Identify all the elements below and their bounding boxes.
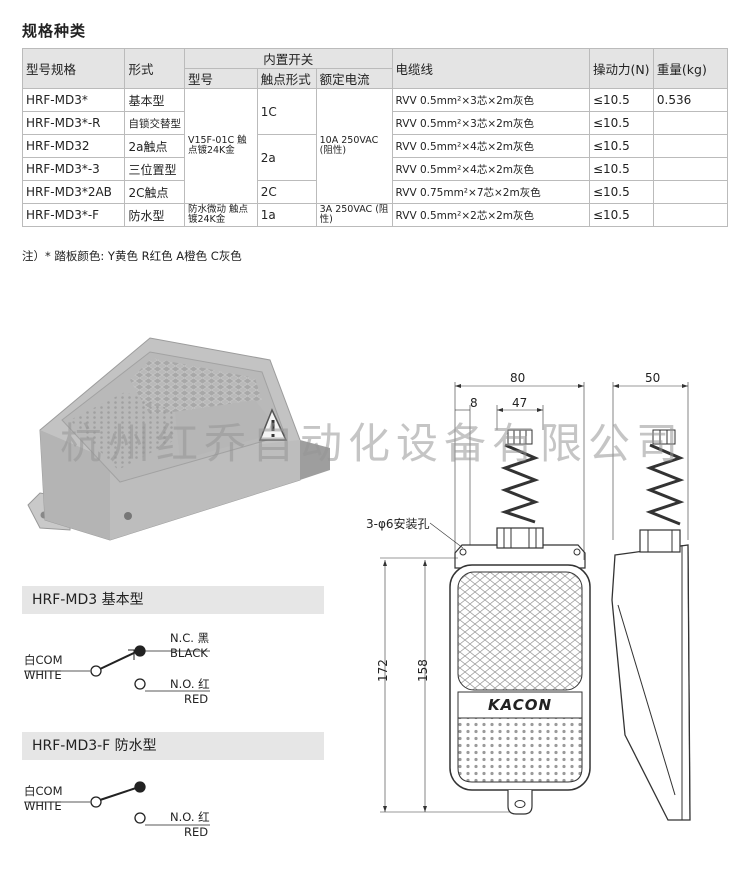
dim-47-label: 47 [512, 396, 528, 410]
cell-current: 10A 250VAC (阻性) [315, 88, 393, 204]
cell-model: HRF-MD3* [21, 88, 126, 112]
cell-force: ≤10.5 [588, 157, 654, 181]
wiring-waterproof [24, 781, 210, 826]
brand-logo: KACON [488, 696, 553, 714]
front-view-drawing [380, 382, 591, 815]
table-row: HRF-MD3*-F 防水型 防水微动 触点镀24K金 1a 3A 250VAC… [21, 203, 729, 227]
header-current: 额定电流 [315, 68, 393, 89]
basic-no-label: N.O. 红 RED [170, 677, 210, 707]
wiring-basic-title: HRF-MD3 基本型 [22, 586, 324, 614]
cell-weight [652, 203, 729, 227]
water-no-label: N.O. 红 RED [170, 810, 210, 840]
wiring-basic [24, 645, 210, 692]
basic-nc-label: N.C. 黑 BLACK [170, 631, 209, 661]
dim-8-label: 8 [470, 396, 478, 410]
cell-form: 防水型 [124, 203, 185, 227]
header-cable: 电缆线 [391, 48, 590, 89]
com-cn: 白COM [24, 784, 63, 798]
cell-weight: 0.536 [652, 88, 729, 112]
cell-contact: 2C [256, 180, 317, 204]
cell-weight [652, 111, 729, 135]
no-cn: N.O. 红 [170, 810, 210, 824]
nc-cn: N.C. 黑 [170, 631, 210, 645]
warning-icon [258, 408, 288, 441]
basic-com-label: 白COM WHITE [24, 653, 63, 683]
no-cn: N.O. 红 [170, 677, 210, 691]
cell-sw-model: 防水微动 触点镀24K金 [183, 203, 258, 227]
nc-en: BLACK [170, 646, 208, 660]
header-model: 型号规格 [21, 48, 126, 89]
cell-cable: RVV 0.75mm²×7芯×2m灰色 [391, 180, 590, 204]
hole-label: 3-φ6安装孔 [366, 517, 430, 531]
com-en: WHITE [24, 799, 62, 813]
table-row: HRF-MD3*-R 自锁交替型 RVV 0.5mm²×3芯×2m灰色 ≤10.… [21, 111, 729, 135]
com-en: WHITE [24, 668, 62, 682]
header-force: 操动力(N) [588, 48, 654, 89]
side-view-drawing [611, 382, 691, 821]
header-sw-model: 型号 [183, 68, 258, 89]
dim-158-label: 158 [416, 659, 430, 682]
table-header-row: 型号规格 形式 内置开关 电缆线 操动力(N) 重量(kg) [21, 48, 729, 89]
cell-cable: RVV 0.5mm²×2芯×2m灰色 [391, 203, 590, 227]
cell-model: HRF-MD3*-F [21, 203, 126, 227]
spec-table: 型号规格 形式 内置开关 电缆线 操动力(N) 重量(kg) 型号 触点形式 额… [21, 48, 729, 227]
cell-force: ≤10.5 [588, 88, 654, 112]
cell-current: 3A 250VAC (阻性) [315, 203, 393, 227]
screw-icon [124, 512, 132, 520]
dim-width-label: 80 [510, 371, 526, 385]
table-row: HRF-MD32 2a触点 2a RVV 0.5mm²×4芯×2m灰色 ≤10.… [21, 134, 729, 181]
no-en: RED [184, 692, 209, 706]
cell-force: ≤10.5 [588, 111, 654, 135]
no-en: RED [184, 825, 209, 839]
cell-contact: 1a [256, 203, 317, 227]
com-cn: 白COM [24, 653, 63, 667]
table-row: HRF-MD3* 基本型 V15F-01C 触点镀24K金 1C 10A 250… [21, 88, 729, 204]
dim-172-label: 172 [376, 659, 390, 682]
cell-force: ≤10.5 [588, 203, 654, 227]
dim-depth-label: 50 [645, 371, 661, 385]
cell-cable: RVV 0.5mm²×3芯×2m灰色 [391, 88, 590, 112]
cell-model: HRF-MD32 [21, 134, 126, 158]
cell-weight [652, 134, 729, 158]
watermark: 杭州红乔自动化设备有限公司 [60, 419, 685, 468]
cell-weight [652, 157, 729, 181]
header-weight: 重量(kg) [652, 48, 729, 89]
section-title: 规格种类 [22, 22, 87, 40]
water-com-label: 白COM WHITE [24, 784, 63, 814]
wiring-water-title: HRF-MD3-F 防水型 [22, 732, 324, 760]
cell-sw-model: V15F-01C 触点镀24K金 [183, 88, 258, 204]
footnote: 注）* 踏板颜色: Y黄色 R红色 A橙色 C灰色 [22, 249, 242, 263]
cell-cable: RVV 0.5mm²×4芯×2m灰色 [391, 134, 590, 158]
pedal-photo [27, 337, 330, 541]
